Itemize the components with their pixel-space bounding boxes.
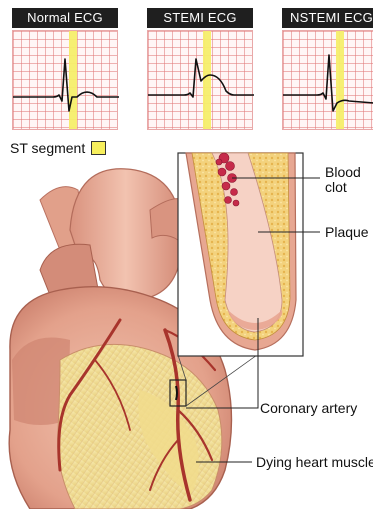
dying-heart-muscle-label: Dying heart muscle	[256, 455, 373, 470]
coronary-artery-label: Coronary artery	[260, 401, 357, 416]
blood-clot-label: Blood clot	[325, 165, 361, 195]
blood-clot-label-line1: Blood	[325, 165, 361, 180]
artery-inset	[178, 153, 303, 356]
plaque-label: Plaque	[325, 225, 369, 240]
blood-clot-label-line2: clot	[325, 180, 361, 195]
